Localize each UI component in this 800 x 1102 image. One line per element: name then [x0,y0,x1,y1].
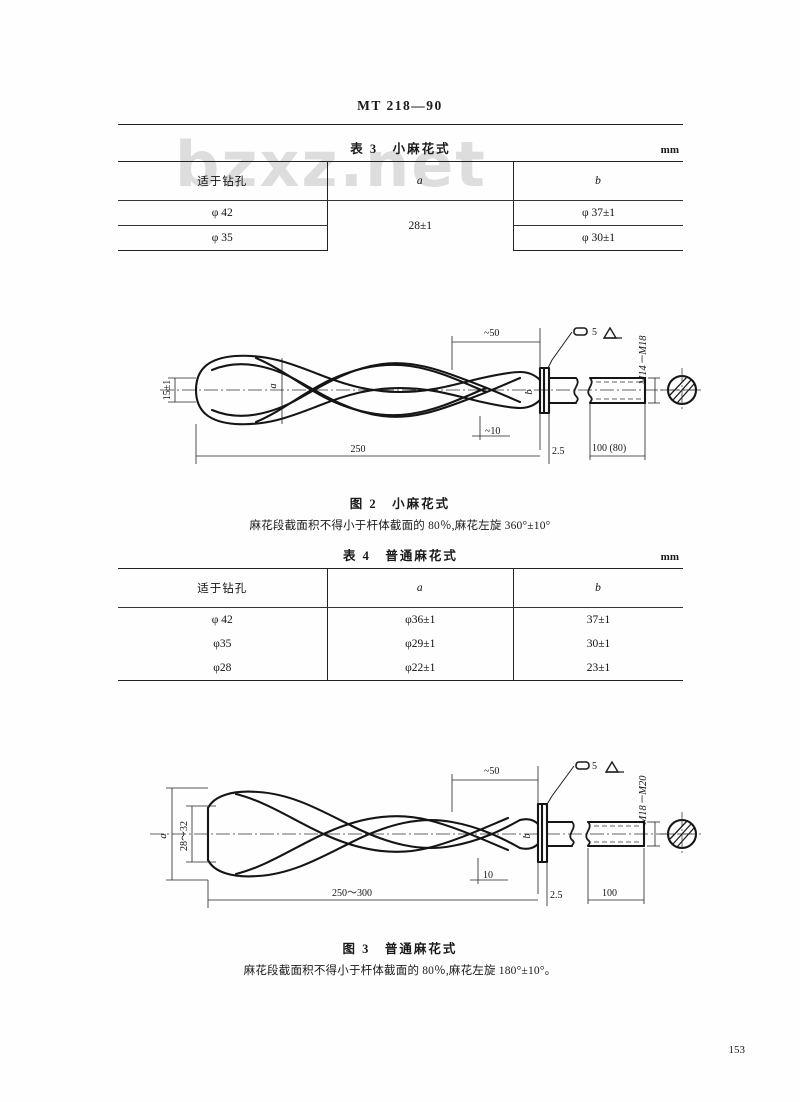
table3-col-hole: 适于钻孔 [118,161,328,201]
figure3-thread: M18－M20 [638,775,649,826]
table4-header-row: 适于钻孔 a b [118,568,683,608]
figure2-thread: M14－M18 [638,335,649,386]
figure2-flange-b: b [524,389,535,394]
table4: 适于钻孔 a b φ 42 φ36±1 37±1 φ35 φ29±1 30±1 … [118,568,683,681]
table3-r1-hole: φ 35 [118,225,328,251]
table3-r0-b: φ 37±1 [512,200,683,226]
figure2-shank-len: 100 (80) [592,443,626,454]
figure3-drawing: a 28～32 b ~50 10 250～300 2.5 [150,760,704,908]
figure3: a 28～32 b ~50 10 250～300 2.5 [0,748,800,978]
header-rule [118,124,683,125]
table4-title: 表 4 普通麻花式 mm [118,545,683,564]
figure3-note: 麻花段截面积不得小于杆体截面的 80％,麻花左旋 180°±10°。 [243,965,557,977]
figure3-shank-len: 100 [602,888,617,899]
figure2-note: 麻花段截面积不得小于杆体截面的 80％,麻花左旋 360°±10° [249,520,551,532]
table3-unit: mm [660,144,679,156]
figure3-outer-a: a [158,833,169,838]
table-row: φ 35 φ 30±1 [118,225,683,251]
table3-block: 表 3 小麻花式 mm 适于钻孔 a b φ 42 28±1 φ 37±1 φ … [118,138,683,251]
figure2-length-250: 250 [351,444,366,455]
figure3-flange-b: b [522,833,533,838]
table3-header-row: 适于钻孔 a b [118,161,683,201]
table4-r0-hole: φ 42 [211,614,233,626]
table4-title-text: 表 4 普通麻花式 [343,549,458,563]
table4-col-hole: 适于钻孔 [118,568,328,608]
figure2-caption: 图 2 小麻花式 [349,497,451,511]
table4-r1-b: 30±1 [512,632,683,656]
table-row: φ 42 φ36±1 37±1 [118,607,683,632]
figure2-finish-value: 5 [592,327,597,338]
table4-r0-a: φ36±1 [326,607,514,632]
table3-r0-hole: φ 42 [118,200,328,226]
figure3-inner-dim: 28～32 [179,821,190,851]
page-number: 153 [728,1044,746,1056]
table3-title-text: 表 3 小麻花式 [350,142,451,156]
figure2-taper-10: ~10 [485,426,500,437]
table-row: φ 42 28±1 φ 37±1 [118,200,683,251]
table3-col-b: b [512,161,683,201]
figure2-drawing: 15±1 a b ~50 ~10 250 2.5 [160,326,704,464]
table4-r2-hole: φ28 [118,656,328,681]
table4-r1-a: φ29±1 [326,632,514,656]
figure3-taper-10: 10 [483,870,493,881]
table3-title: 表 3 小麻花式 mm [118,138,683,157]
table3: 适于钻孔 a b φ 42 28±1 φ 37±1 φ 35 φ 30±1 [118,161,683,251]
table4-r1-hole: φ35 [213,638,232,650]
table-row: φ35 φ29±1 30±1 [118,632,683,656]
table3-r1-b: φ 30±1 [512,225,683,251]
table4-r2-a: φ22±1 [326,656,514,681]
figure3-length: 250～300 [332,888,372,899]
figure2-taper-50: ~50 [484,328,499,339]
figure2-diameter-a: a [268,383,279,388]
table4-block: 表 4 普通麻花式 mm 适于钻孔 a b φ 42 φ36±1 37±1 φ3… [118,545,683,681]
page-header: MT 218—90 [357,98,443,113]
figure3-taper-50: ~50 [484,766,499,777]
figure3-caption: 图 3 普通麻花式 [342,942,458,956]
table4-col-b: b [512,568,683,608]
figure2-left-dim: 15±1 [162,380,173,401]
table-row: φ28 φ22±1 23±1 [118,656,683,681]
figure2-flange-thk: 2.5 [552,446,565,457]
table3-r0-a: 28±1 [326,200,514,251]
table4-r2-b: 23±1 [512,656,683,681]
figure2: 15±1 a b ~50 ~10 250 2.5 [0,308,800,533]
figure3-finish-value: 5 [592,761,597,772]
table3-col-a: a [326,161,514,201]
figure3-flange-thk: 2.5 [550,890,563,901]
table4-col-a: a [326,568,514,608]
table4-unit: mm [660,551,679,563]
table4-r0-b: 37±1 [512,607,683,632]
